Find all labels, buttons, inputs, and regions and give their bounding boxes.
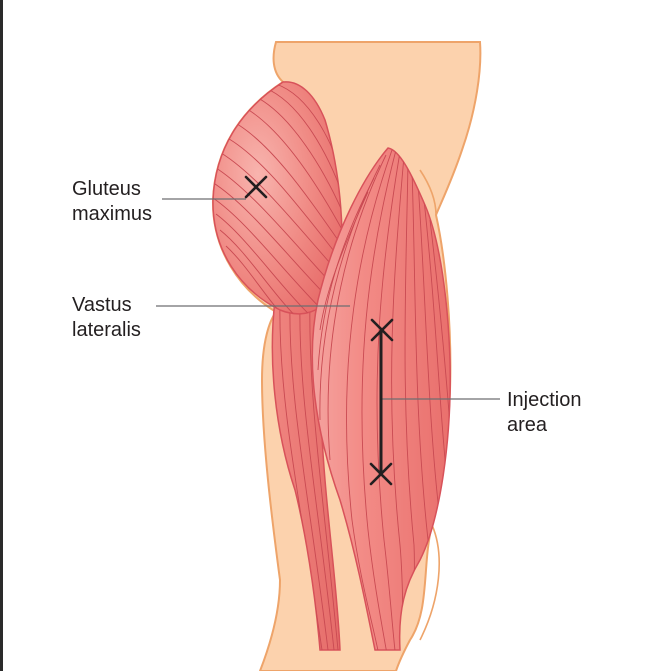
gluteus-maximus-label: Gluteus maximus (72, 177, 152, 227)
gluteus-label-line2: maximus (72, 203, 153, 225)
vastus-label-line1: Vastus (72, 294, 132, 316)
cross-marker-icon (370, 318, 394, 342)
injection-label-line2: area (507, 414, 548, 436)
knee-crease (419, 169, 437, 216)
vastus-fibers (317, 149, 451, 650)
knee-outline (419, 524, 440, 641)
cross-marker-icon (244, 175, 268, 199)
vastus-lateralis-label: Vastus lateralis (72, 293, 141, 343)
cross-marker-icon (369, 462, 393, 486)
injection-label-line1: Injection (507, 389, 582, 411)
frame-left-border (0, 0, 3, 671)
injection-area-label: Injection area (507, 388, 582, 438)
vastus-label-line2: lateralis (72, 319, 141, 341)
gluteus-label-line1: Gluteus (72, 178, 141, 200)
